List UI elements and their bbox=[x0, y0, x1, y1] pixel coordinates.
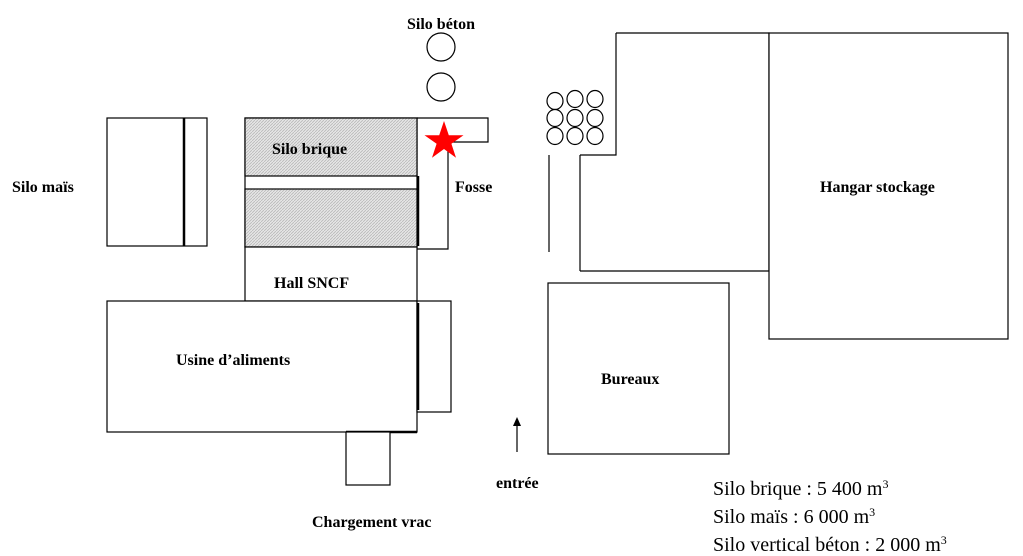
hall-sncf bbox=[244, 246, 418, 302]
silo-beton-circle bbox=[426, 32, 456, 62]
silo-brique-upper bbox=[244, 117, 418, 177]
star-icon bbox=[424, 121, 464, 158]
usine-label: Usine d’aliments bbox=[176, 352, 290, 369]
hangar-label: Hangar stockage bbox=[820, 179, 935, 196]
chargement-vrac bbox=[345, 431, 391, 486]
bureaux bbox=[547, 282, 730, 455]
chargement-label: Chargement vrac bbox=[312, 514, 432, 531]
legend-item: Silo vertical béton : 2 000 m3 bbox=[713, 533, 947, 556]
silo-mais-label: Silo maïs bbox=[12, 179, 74, 196]
silo-battery bbox=[546, 89, 604, 146]
usine-aliments bbox=[106, 300, 418, 433]
silo-beton-circle bbox=[426, 72, 456, 102]
silo-mais-building bbox=[106, 117, 208, 247]
hangar-left-section bbox=[580, 32, 770, 272]
silo-brique-lower bbox=[244, 188, 418, 248]
hangar-stockage bbox=[768, 32, 1009, 340]
legend-item: Silo maïs : 6 000 m3 bbox=[713, 505, 875, 528]
entree-label: entrée bbox=[496, 475, 539, 492]
hall-sncf-label: Hall SNCF bbox=[274, 275, 349, 292]
arrow-up-head bbox=[513, 417, 521, 426]
fosse-outline bbox=[417, 117, 489, 250]
silo-beton-label: Silo béton bbox=[407, 16, 475, 33]
fosse-label: Fosse bbox=[455, 179, 492, 196]
legend: Silo brique : 5 400 m3 Silo maïs : 6 000… bbox=[713, 477, 947, 556]
usine-annex bbox=[416, 300, 452, 413]
silo-brique-label: Silo brique bbox=[272, 141, 347, 158]
bureaux-label: Bureaux bbox=[601, 371, 659, 388]
legend-item: Silo brique : 5 400 m3 bbox=[713, 477, 888, 500]
